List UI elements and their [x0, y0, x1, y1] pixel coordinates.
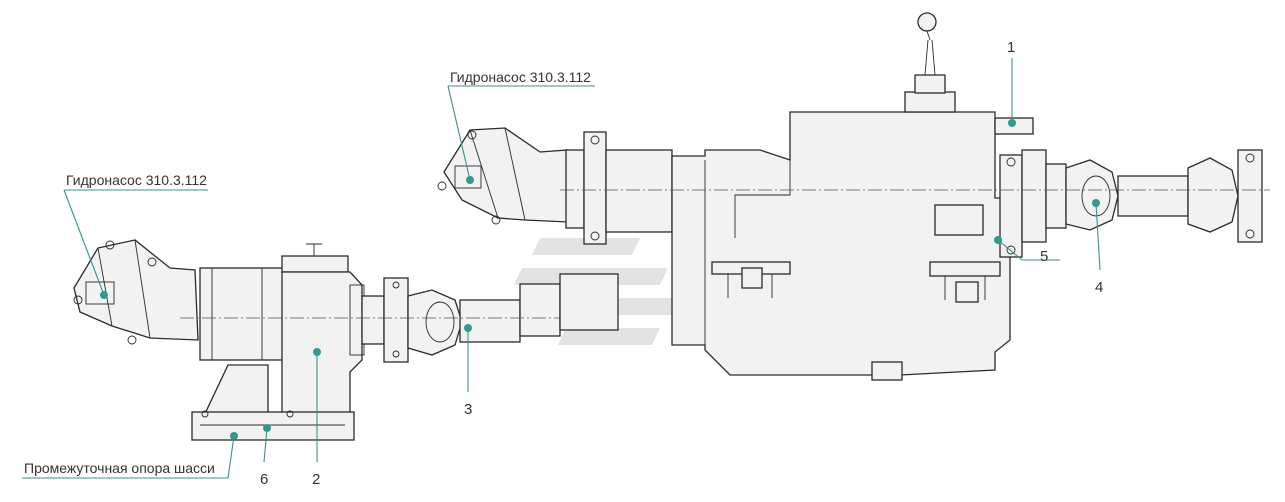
center-lines: [180, 189, 1270, 319]
callout-number-5: 5: [1040, 248, 1048, 265]
label-chassis-support: Промежуточная опора шасси: [24, 460, 215, 476]
callout-number-3: 3: [464, 401, 472, 418]
upper-pump-flange: [565, 131, 673, 245]
shift-lever: [904, 12, 956, 113]
lower-hydraulic-pump: [73, 239, 199, 345]
gearbox-body: [281, 271, 365, 421]
transfer-box-housing: [671, 111, 1034, 381]
lower-cardan-shaft: [361, 273, 619, 363]
intermediate-chassis-support: [191, 364, 355, 441]
callout-number-1: 1: [1007, 39, 1015, 56]
label-lower-pump: Гидронасос 310.3.112: [66, 172, 207, 188]
label-upper-pump: Гидронасос 310.3.112: [450, 69, 591, 85]
lower-pump-housing: [199, 243, 349, 361]
rear-flange-plate: [999, 154, 1023, 258]
callout-number-4: 4: [1095, 279, 1103, 296]
rear-cardan-shaft: [1021, 149, 1263, 243]
upper-hydraulic-pump: [437, 127, 569, 225]
callout-leaders: [22, 58, 1101, 479]
callout-number-6: 6: [260, 471, 268, 488]
callout-number-2: 2: [312, 471, 320, 488]
